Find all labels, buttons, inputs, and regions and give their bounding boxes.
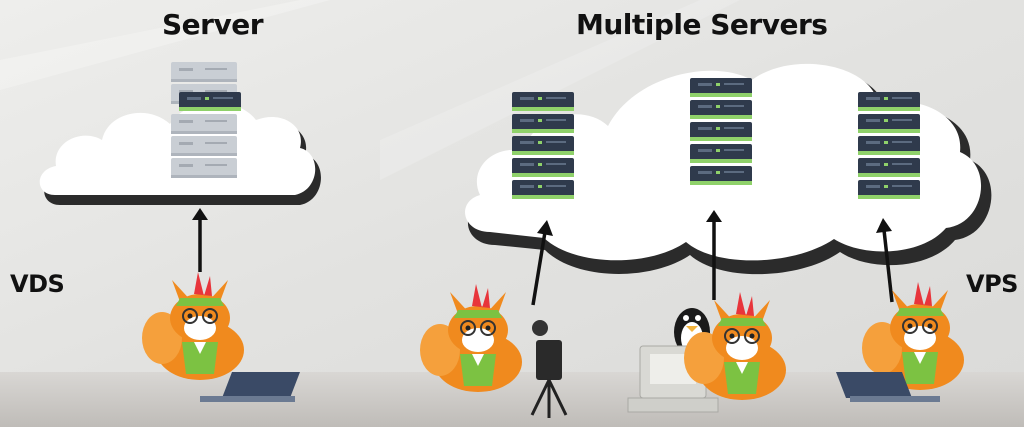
vds-label: VDS bbox=[10, 270, 65, 298]
server-rack-icon bbox=[690, 78, 752, 185]
server-rack-icon bbox=[171, 62, 241, 178]
camera-icon bbox=[530, 320, 568, 418]
arrow-up-icon bbox=[531, 220, 553, 306]
laptop-icon bbox=[200, 372, 300, 402]
server-title: Server bbox=[162, 8, 264, 41]
laptop-icon bbox=[836, 372, 940, 402]
arrow-up-icon bbox=[192, 208, 208, 272]
server-rack-icon bbox=[512, 92, 574, 199]
multiple-servers-title: Multiple Servers bbox=[576, 8, 828, 41]
server-rack-icon bbox=[858, 92, 920, 199]
arrow-up-icon bbox=[706, 210, 722, 300]
vps-label: VPS bbox=[966, 270, 1018, 298]
arrow-up-icon bbox=[876, 218, 894, 303]
